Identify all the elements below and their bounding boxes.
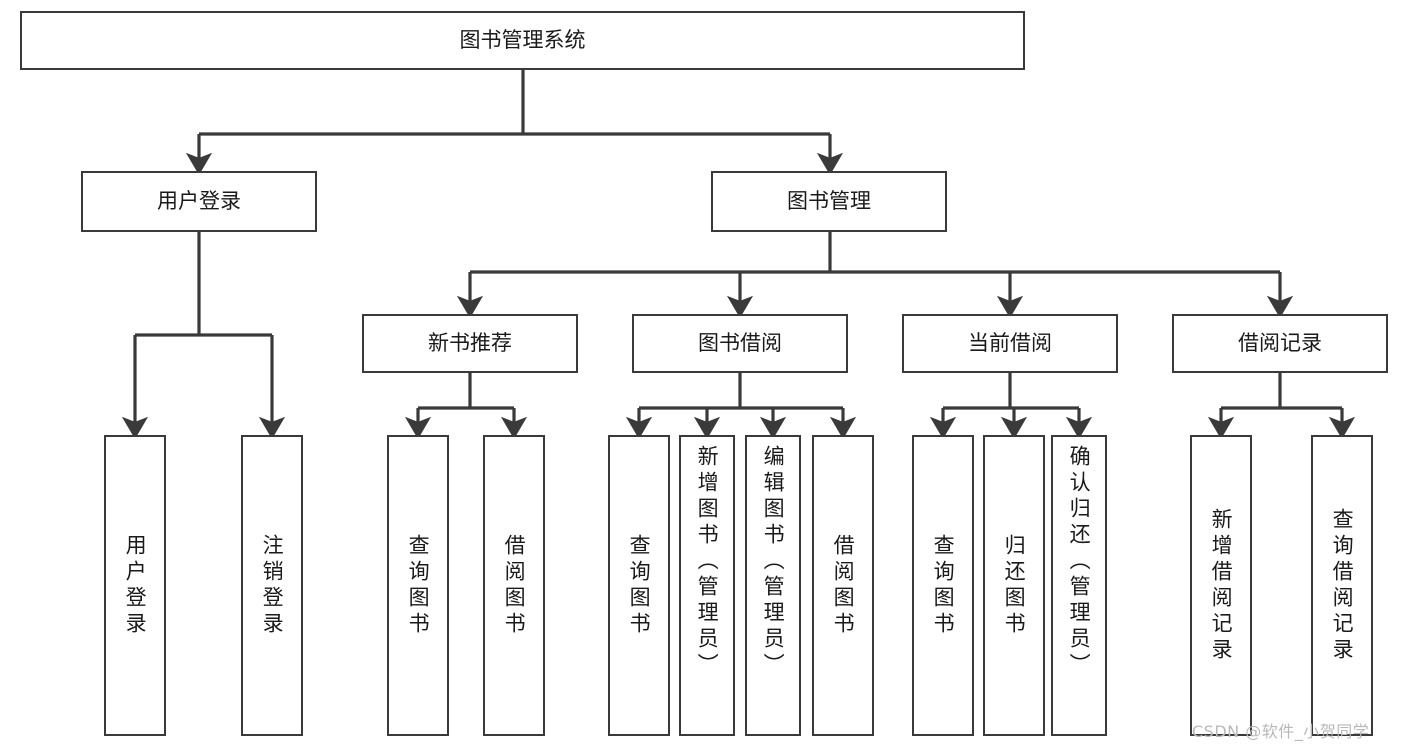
node-leaf-query-record-label: 查询借阅记录 bbox=[1330, 507, 1355, 664]
node-root-label: 图书管理系统 bbox=[459, 28, 586, 53]
node-new-book-rec-label: 新书推荐 bbox=[428, 331, 512, 356]
node-leaf-user-login-label: 用户登录 bbox=[123, 533, 148, 638]
node-leaf-query-record[interactable]: 查询借阅记录 bbox=[1311, 435, 1373, 736]
watermark-text: CSDN @软件_小贺同学 bbox=[1192, 722, 1370, 741]
node-leaf-user-logout[interactable]: 注销登录 bbox=[241, 435, 303, 736]
node-user-login-label: 用户登录 bbox=[157, 189, 241, 214]
node-leaf-borrow-book-rec-label: 借阅图书 bbox=[502, 533, 527, 638]
node-leaf-borrow-book-label: 借阅图书 bbox=[831, 533, 856, 638]
node-leaf-borrow-book[interactable]: 借阅图书 bbox=[812, 435, 874, 736]
node-leaf-borrow-book-rec[interactable]: 借阅图书 bbox=[483, 435, 545, 736]
node-current-borrow-label: 当前借阅 bbox=[968, 331, 1052, 356]
node-root[interactable]: 图书管理系统 bbox=[20, 11, 1025, 70]
node-leaf-query-book-cur-label: 查询图书 bbox=[931, 533, 956, 638]
node-leaf-add-record[interactable]: 新增借阅记录 bbox=[1190, 435, 1252, 736]
node-leaf-query-book[interactable]: 查询图书 bbox=[608, 435, 670, 736]
node-leaf-confirm-return-label: 确认归还（管理员） bbox=[1067, 445, 1092, 679]
node-leaf-query-book-label: 查询图书 bbox=[627, 533, 652, 638]
node-leaf-add-book-label: 新增图书（管理员） bbox=[695, 445, 720, 679]
node-leaf-edit-book[interactable]: 编辑图书（管理员） bbox=[745, 435, 801, 736]
node-book-manage-label: 图书管理 bbox=[787, 189, 871, 214]
node-leaf-user-login[interactable]: 用户登录 bbox=[104, 435, 166, 736]
node-borrow-record-label: 借阅记录 bbox=[1238, 331, 1322, 356]
node-leaf-query-book-rec[interactable]: 查询图书 bbox=[387, 435, 449, 736]
node-leaf-return-book[interactable]: 归还图书 bbox=[983, 435, 1045, 736]
node-leaf-confirm-return[interactable]: 确认归还（管理员） bbox=[1051, 435, 1107, 736]
node-book-borrow-label: 图书借阅 bbox=[698, 331, 782, 356]
node-leaf-add-record-label: 新增借阅记录 bbox=[1209, 507, 1234, 664]
node-leaf-edit-book-label: 编辑图书（管理员） bbox=[761, 445, 786, 679]
node-book-manage[interactable]: 图书管理 bbox=[711, 171, 947, 232]
node-leaf-add-book[interactable]: 新增图书（管理员） bbox=[679, 435, 735, 736]
node-leaf-return-book-label: 归还图书 bbox=[1002, 533, 1027, 638]
node-current-borrow[interactable]: 当前借阅 bbox=[902, 314, 1118, 373]
node-leaf-user-logout-label: 注销登录 bbox=[260, 533, 285, 638]
node-user-login[interactable]: 用户登录 bbox=[81, 171, 317, 232]
node-leaf-query-book-rec-label: 查询图书 bbox=[406, 533, 431, 638]
node-new-book-rec[interactable]: 新书推荐 bbox=[362, 314, 578, 373]
node-book-borrow[interactable]: 图书借阅 bbox=[632, 314, 848, 373]
node-borrow-record[interactable]: 借阅记录 bbox=[1172, 314, 1388, 373]
node-leaf-query-book-cur[interactable]: 查询图书 bbox=[912, 435, 974, 736]
